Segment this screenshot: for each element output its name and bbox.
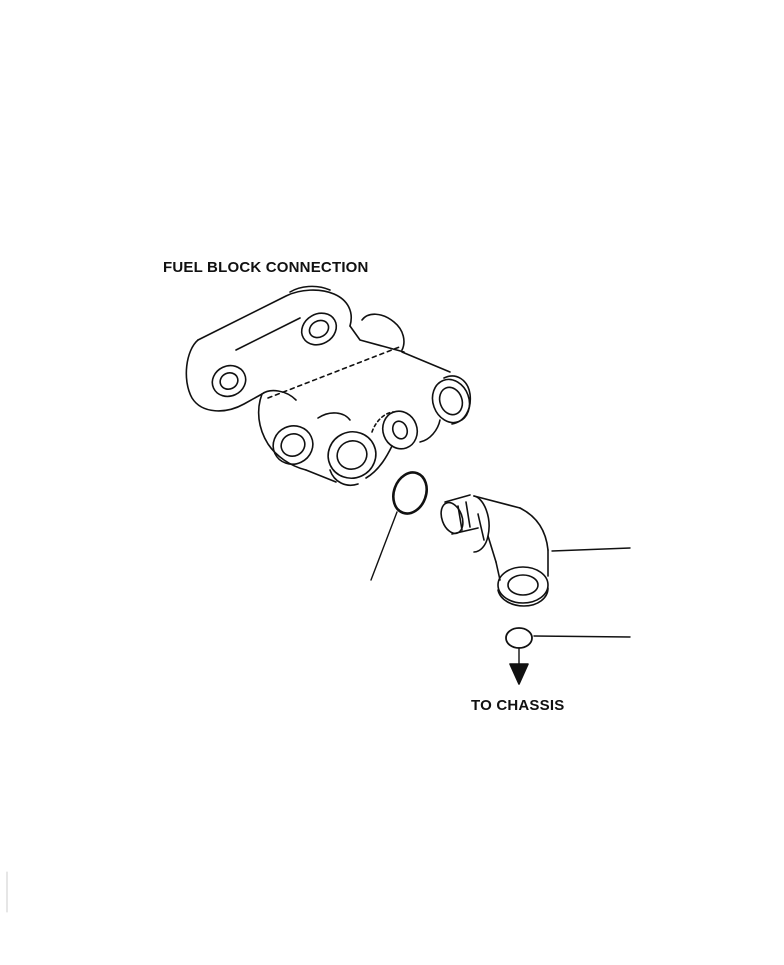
middle-port — [381, 410, 419, 450]
lower-center-port — [327, 431, 377, 486]
fuel-block — [185, 285, 472, 486]
upper-port — [300, 312, 338, 346]
elbow-fitting — [440, 494, 549, 607]
down-arrow-icon — [509, 647, 529, 685]
to-chassis-label: TO CHASSIS — [471, 697, 565, 714]
o-ring-leader-line — [370, 511, 398, 581]
lower-left-port — [272, 425, 314, 465]
diagram-title: FUEL BLOCK CONNECTION — [163, 259, 369, 276]
right-port — [431, 378, 471, 424]
cap-seal — [505, 627, 533, 649]
o-ring — [392, 471, 428, 515]
elbow-leader-line — [551, 547, 631, 552]
cap-leader-line — [533, 635, 631, 638]
left-port — [211, 364, 247, 398]
